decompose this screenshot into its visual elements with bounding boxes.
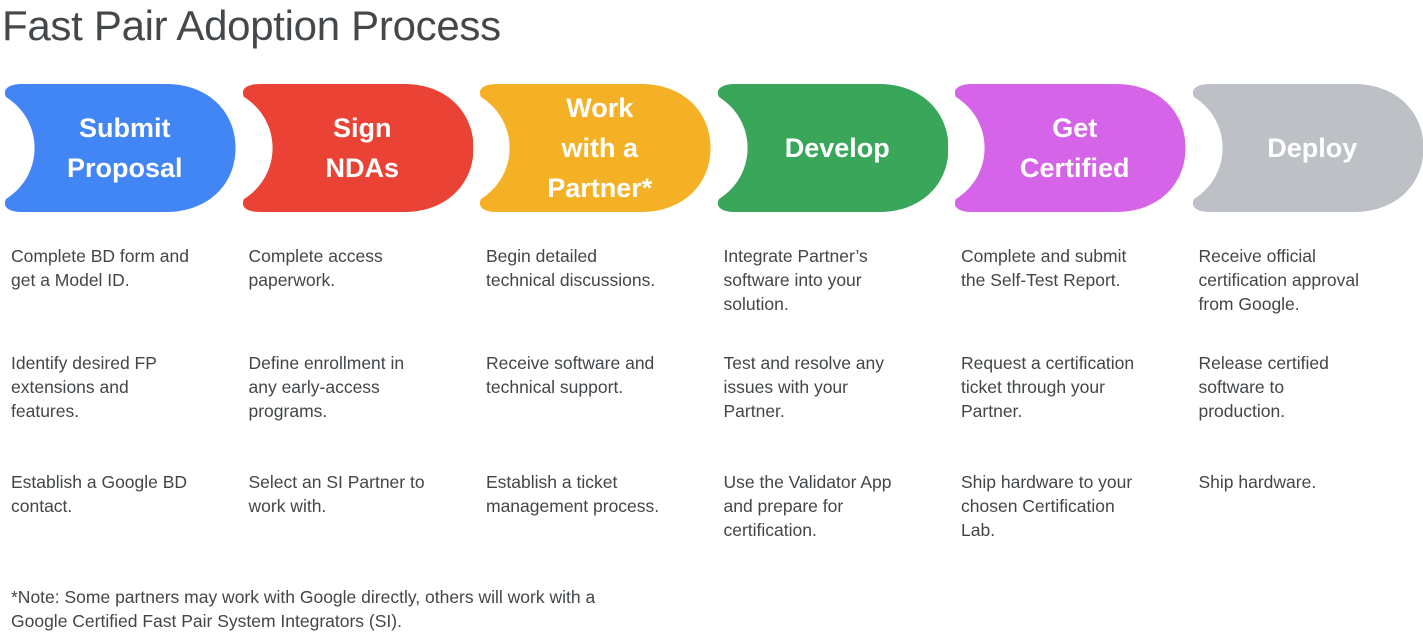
stage-chevron [242, 84, 473, 212]
stage-shape [242, 84, 473, 212]
stage-shape [479, 84, 711, 212]
step-text: Establish a Google BD contact. [11, 472, 188, 516]
stage-deploy: Deploy [1188, 84, 1423, 212]
step-text: Begin detailed technical discussions. [486, 246, 656, 290]
footnote: *Note: Some partners may work with Googl… [11, 587, 596, 631]
step-text: Select an SI Partner to work with. [248, 472, 425, 516]
step-text: Complete BD form and get a Model ID. [11, 246, 189, 290]
stage-shape [4, 84, 236, 212]
stage-work-with-partner: Work with a Partner* [475, 84, 711, 212]
stage-chevron [1192, 84, 1423, 212]
steps-row-2: Identify desired FP extensions and featu… [0, 351, 1423, 423]
stage-chevron [4, 84, 236, 212]
stage-label: Get Certified [1019, 113, 1130, 183]
stage-shape [717, 84, 948, 212]
steps-row-3: Establish a Google BD contact. Select an… [0, 470, 1423, 542]
stage-develop: Develop [713, 84, 948, 212]
step-text: Use the Validator App and prepare for ce… [723, 472, 892, 540]
stage-label: Deploy [1267, 133, 1358, 163]
stage-label: Work with a Partner* [547, 93, 653, 203]
step-text: Ship hardware. [1198, 472, 1317, 492]
stage-chevron [717, 84, 948, 212]
stage-sign-ndas: Sign NDAs [238, 84, 473, 212]
step-text: Receive official certification approval … [1198, 246, 1360, 314]
step-text: Define enrollment in any early-access pr… [248, 353, 405, 421]
stage-chevron [954, 84, 1186, 212]
step-text: Ship hardware to your chosen Certificati… [961, 472, 1133, 540]
step-text: Release certified software to production… [1198, 353, 1329, 421]
stage-label: Develop [784, 133, 890, 163]
step-text: Integrate Partner’s software into your s… [723, 246, 868, 314]
stage-label: Sign NDAs [325, 113, 399, 183]
stage-label: Submit Proposal [66, 113, 183, 183]
step-text: Establish a ticket management process. [486, 472, 660, 516]
step-text: Complete access paperwork. [248, 246, 383, 290]
stage-chevron [479, 84, 711, 212]
steps-row-1: Complete BD form and get a Model ID. Com… [0, 244, 1423, 316]
step-text: Complete and submit the Self-Test Report… [961, 246, 1127, 290]
stages-row: Submit Proposal Sign NDAs Work with a Pa… [0, 84, 1423, 212]
step-text: Request a certification ticket through y… [961, 353, 1135, 421]
stage-get-certified: Get Certified [950, 84, 1186, 212]
stage-shape [954, 84, 1186, 212]
page-title: Fast Pair Adoption Process [2, 2, 501, 49]
step-text: Receive software and technical support. [486, 353, 655, 397]
step-text: Test and resolve any issues with your Pa… [723, 353, 885, 421]
stage-submit-proposal: Submit Proposal [0, 84, 236, 212]
stage-shape [1192, 84, 1423, 212]
step-text: Identify desired FP extensions and featu… [11, 353, 157, 421]
